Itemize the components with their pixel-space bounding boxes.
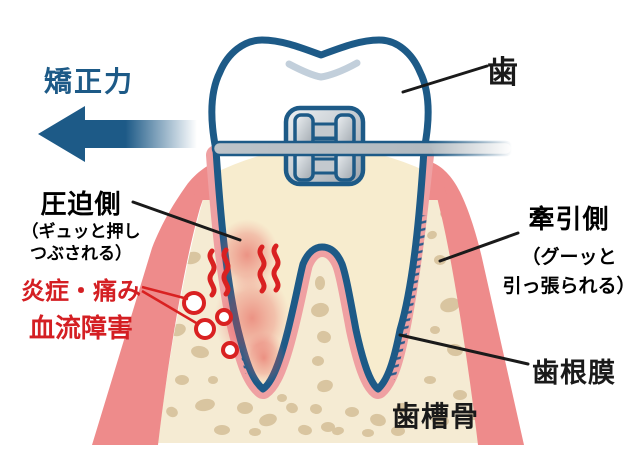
compression-note-line1: （ギュッと押し	[21, 222, 141, 242]
inflammation-pointer-lines	[141, 285, 199, 326]
compression-note-line2: つぶされる）	[30, 244, 132, 265]
inflammation-glow	[214, 219, 290, 384]
blood-flow-circles	[182, 291, 239, 359]
gum-right	[431, 162, 524, 445]
compression-side-label: 圧迫側	[40, 190, 122, 220]
tension-side-label: 牽引側	[528, 205, 610, 235]
tension-note-line1: （グーッと	[521, 246, 617, 268]
compression-pointer-line	[131, 200, 242, 242]
inflammation-pain-label: 炎症・痛み	[21, 277, 141, 306]
tension-pointer-line	[438, 231, 520, 263]
crown-highlight	[285, 59, 361, 81]
orthodontic-force-label: 矯正力	[44, 65, 135, 98]
blood-flow-disorder-label: 血流障害	[28, 314, 133, 345]
alveolar-bone-label: 歯槽骨	[392, 400, 480, 433]
periodontal-ligament-label: 歯根膜	[532, 358, 616, 389]
force-arrow	[38, 106, 197, 162]
tension-label-group: 牽引側 （グーッと 引っ張られる）	[495, 199, 640, 298]
gum-left	[92, 160, 221, 445]
tooth-label: 歯	[487, 55, 518, 91]
ligament-pointer-line	[398, 333, 530, 366]
tension-note-line2: 引っ張られる）	[502, 274, 636, 297]
label-pointer-lines	[131, 64, 530, 366]
compression-label-group: 圧迫側 （ギュッと押し つぶされる） 炎症・痛み 血流障害	[5, 184, 157, 345]
tooth-pointer-line	[401, 64, 489, 94]
archwire	[211, 140, 514, 157]
inflammation-squiggles	[207, 243, 281, 298]
